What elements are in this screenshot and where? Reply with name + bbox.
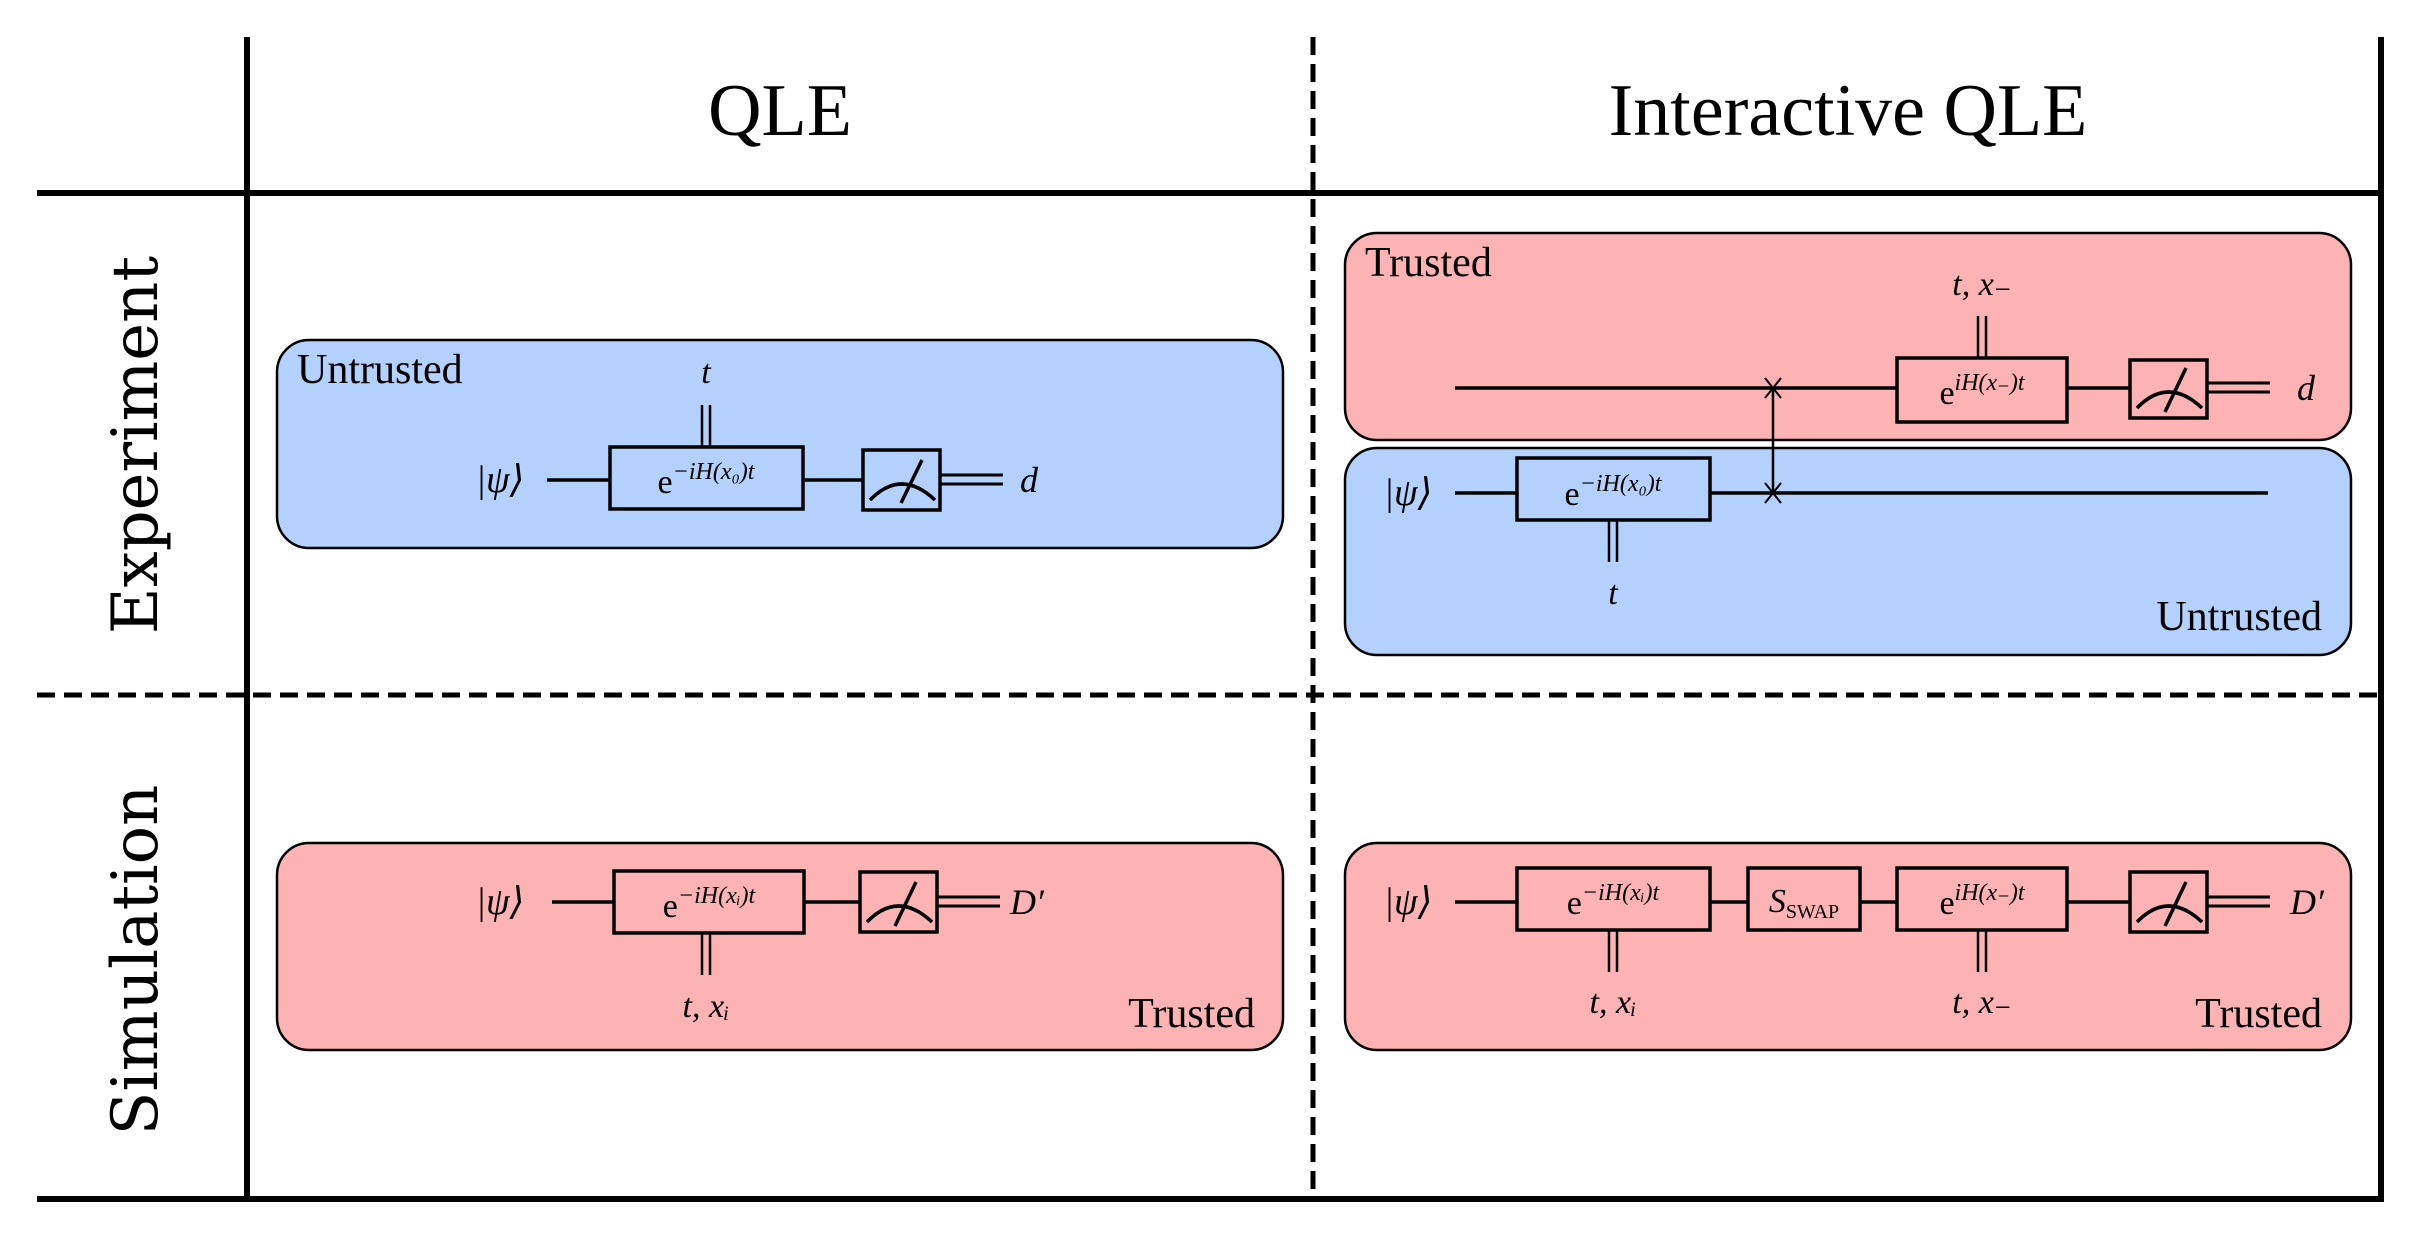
evolution-gate-label: e−iH(x₀)t — [658, 459, 756, 501]
swap-gate — [1764, 377, 1782, 504]
row-header-experiment: Experiment — [99, 256, 173, 635]
trusted-label: Trusted — [1365, 240, 1492, 286]
control-label: t, x₋ — [1952, 984, 2011, 1021]
evolution-gate — [1515, 866, 1712, 932]
evolution-gate-label: e−iH(xᵢ)t — [663, 883, 757, 925]
control-label: t, x₋ — [1952, 266, 2011, 303]
trusted-label: Trusted — [1128, 991, 1255, 1037]
measurement-meter-icon — [858, 870, 939, 934]
output-label: d — [2297, 368, 2316, 408]
measurement-meter-icon — [2128, 870, 2209, 934]
inverse-evolution-gate-label: eiH(x₋)t — [1939, 370, 2025, 412]
control-label: t, xᵢ — [1590, 984, 1637, 1021]
panel-simulation-interactive-qle: Trusted |ψ⟩ e−iH(xᵢ)t t, xᵢ SSWAP eiH(x₋… — [1343, 841, 2353, 1052]
column-header-interactive-qle: Interactive QLE — [1609, 70, 2088, 152]
inverse-evolution-gate — [1895, 866, 2069, 932]
panel-experiment-qle: Untrusted |ψ⟩ e−iH(x₀)t t d — [275, 338, 1285, 550]
trusted-label: Trusted — [2195, 991, 2322, 1037]
measurement-meter-icon — [861, 448, 942, 512]
panel-simulation-qle: Trusted |ψ⟩ e−iH(xᵢ)t t, xᵢ D′ — [275, 841, 1285, 1052]
evolution-gate-label: e−iH(x₀)t — [1565, 471, 1663, 513]
untrusted-label: Untrusted — [297, 347, 463, 393]
panel-experiment-interactive-qle: Trusted Untrusted eiH(x₋)t t, x₋ d |ψ⟩ e… — [1343, 231, 2353, 657]
inverse-evolution-gate-label: eiH(x₋)t — [1939, 880, 2025, 922]
row-header-simulation: Simulation — [99, 785, 173, 1136]
input-state: |ψ⟩ — [476, 459, 525, 501]
trusted-region — [1343, 231, 2353, 442]
untrusted-region — [1343, 446, 2353, 657]
swap-operator-gate — [1746, 866, 1862, 932]
swap-operator-label: SSWAP — [1769, 883, 1839, 923]
evolution-gate — [1515, 456, 1712, 522]
input-state: |ψ⟩ — [1384, 881, 1433, 923]
untrusted-label: Untrusted — [2156, 594, 2322, 640]
untrusted-region — [275, 338, 1285, 550]
control-label: t, xᵢ — [683, 988, 730, 1025]
control-label: t — [701, 354, 712, 391]
input-state: |ψ⟩ — [476, 881, 525, 923]
output-label: d — [1020, 460, 1039, 500]
evolution-gate — [608, 445, 805, 511]
column-header-qle: QLE — [708, 70, 852, 152]
control-label: t — [1608, 575, 1619, 612]
trusted-region — [275, 841, 1285, 1052]
evolution-gate-label: e−iH(xᵢ)t — [1567, 880, 1661, 922]
inverse-evolution-gate — [1895, 356, 2069, 424]
grid — [37, 37, 2384, 1202]
measurement-meter-icon — [2128, 358, 2209, 420]
trusted-region — [1343, 841, 2353, 1052]
input-state: |ψ⟩ — [1384, 472, 1433, 514]
output-label: D′ — [1009, 882, 1045, 922]
output-label: D′ — [2289, 882, 2325, 922]
